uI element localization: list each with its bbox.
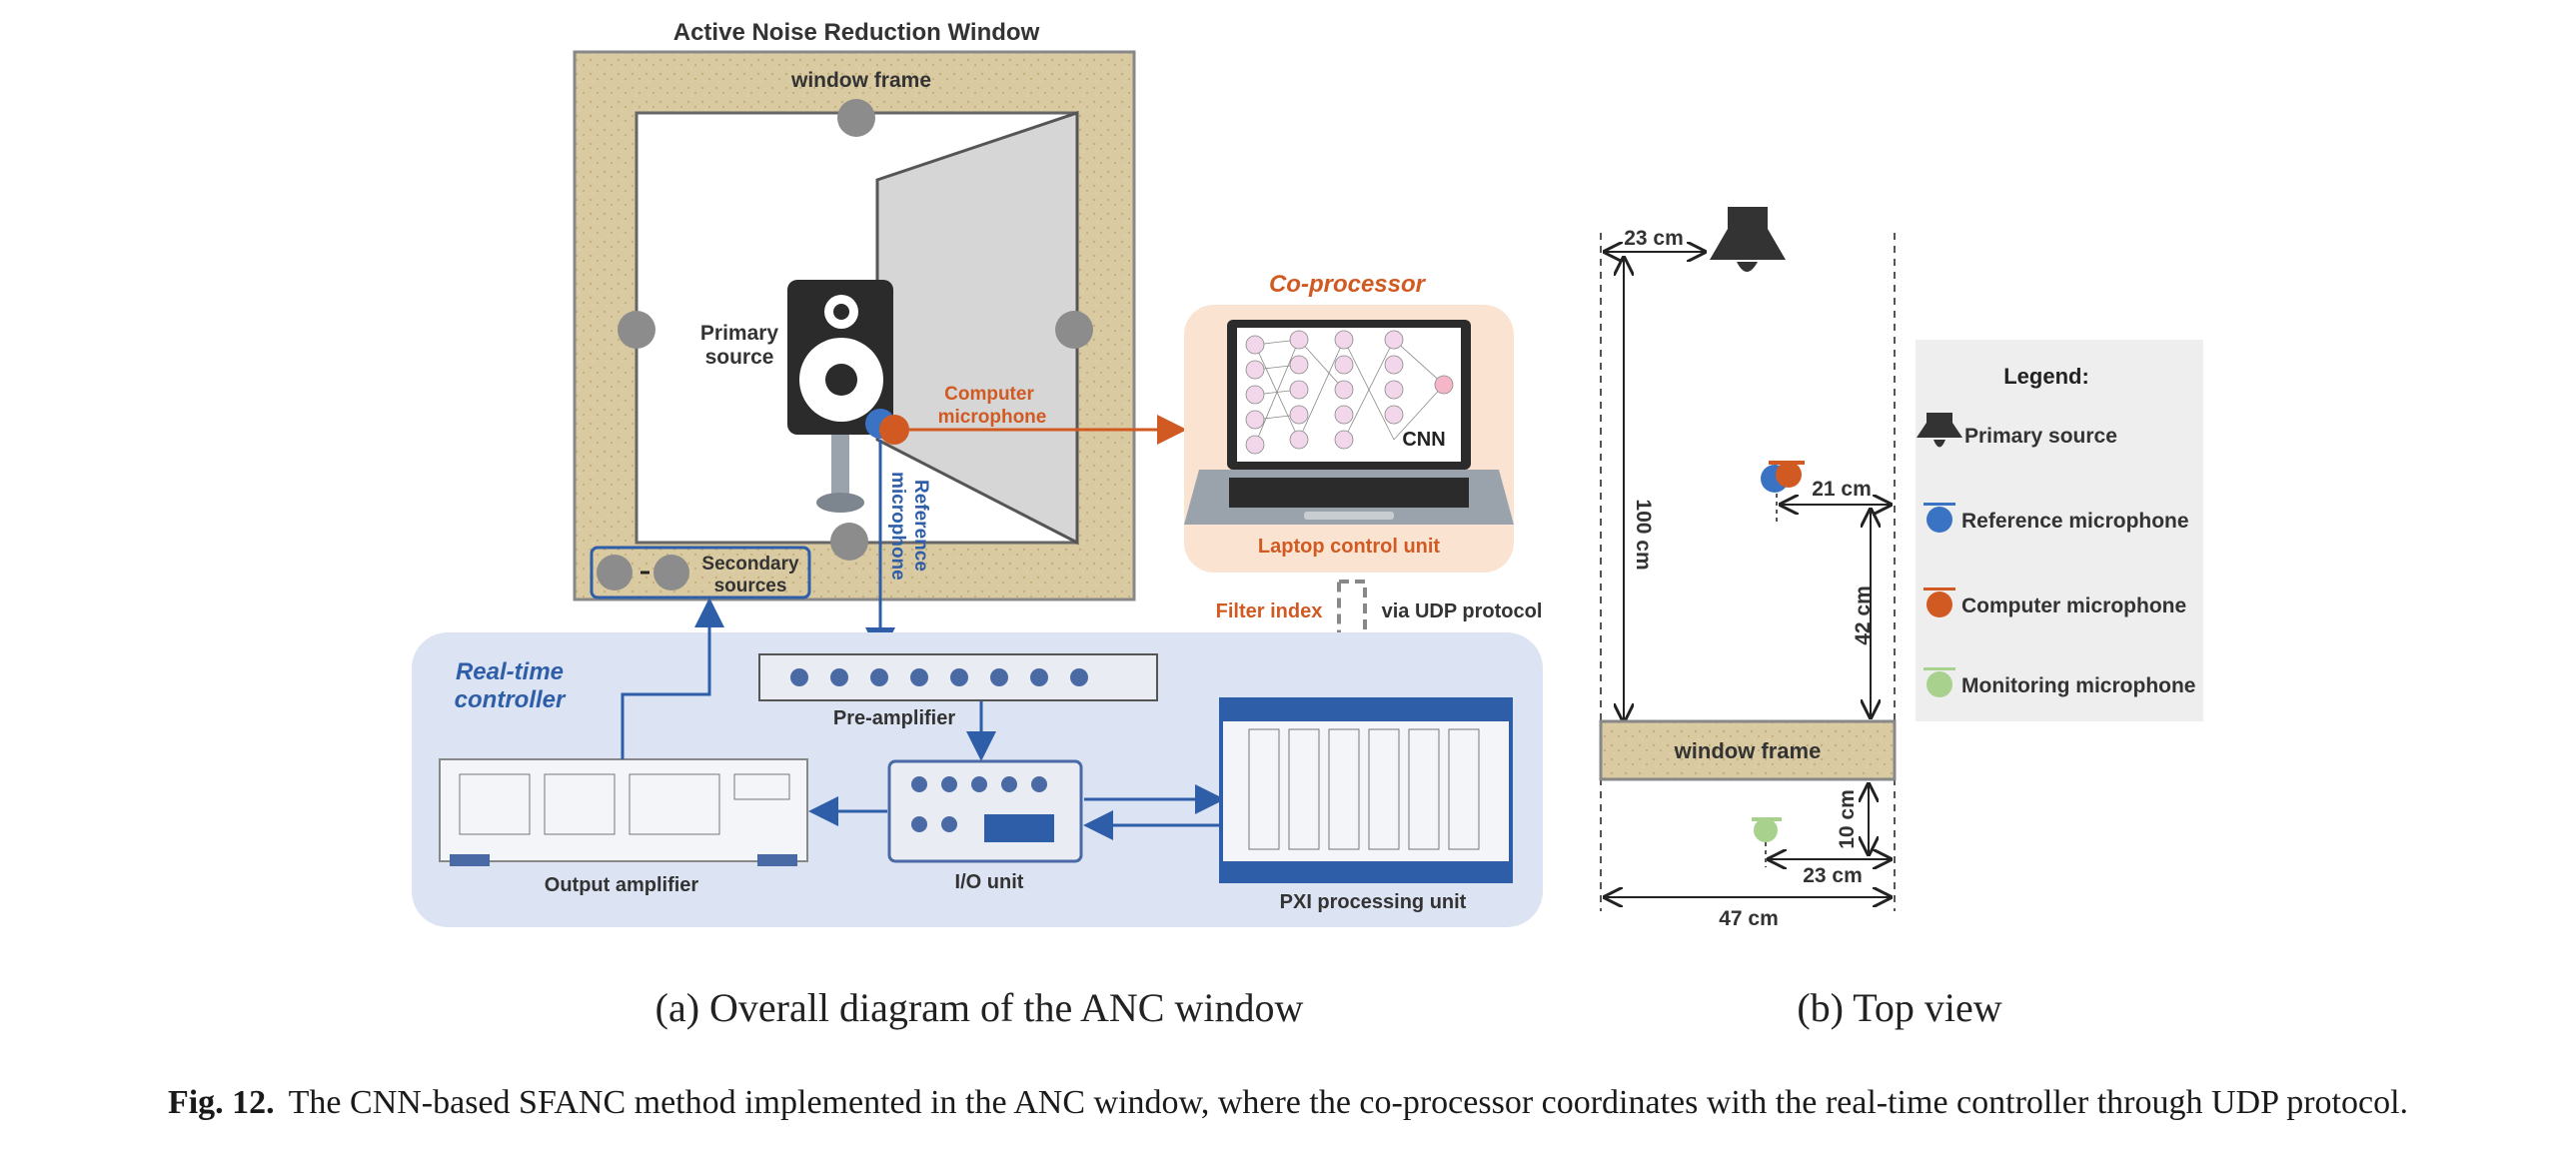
dim-10cm: 10 cm (1836, 789, 1859, 849)
pre-amplifier-label: Pre-amplifier (833, 707, 955, 729)
computer-mic-label-2: microphone (938, 407, 1047, 428)
panel-b: 23 cm 100 cm 21 cm 42 cm window frame 10… (1599, 207, 2203, 1030)
anc-window-title: Active Noise Reduction Window (673, 19, 1040, 46)
pre-amplifier-device (758, 653, 1158, 701)
cnn-network-icon (1245, 330, 1454, 455)
subcaption-a: (a) Overall diagram of the ANC window (655, 985, 1304, 1030)
primary-source-label-1: Primary (700, 322, 779, 345)
legend-label-reference-mic: Reference microphone (1961, 510, 2189, 533)
laptop-label: Laptop control unit (1258, 536, 1441, 558)
realtime-controller-label-1: Real-time (456, 658, 564, 685)
filter-index-label: Filter index (1216, 600, 1323, 622)
output-amplifier-label: Output amplifier (545, 874, 699, 896)
io-unit-label: I/O unit (955, 871, 1024, 893)
dim-21cm: 21 cm (1812, 478, 1872, 501)
udp-label: via UDP protocol (1382, 600, 1543, 622)
monitoring-mic-marker (1754, 818, 1778, 842)
subcaption-b: (b) Top view (1797, 985, 2001, 1030)
legend-box (1916, 340, 2203, 721)
legend-label-monitoring-mic: Monitoring microphone (1961, 674, 2195, 697)
cnn-label: CNN (1402, 429, 1445, 451)
legend-item-primary-source: Primary source (1917, 413, 2117, 448)
figure-caption-label: Fig. 12. (167, 1084, 275, 1121)
io-unit-device (887, 759, 1083, 863)
figure-caption: Fig. 12. The CNN-based SFANC method imple… (0, 1084, 2576, 1122)
primary-source-icon (1710, 207, 1786, 272)
secondary-sources-label-2: sources (714, 576, 787, 596)
window-frame-label: window frame (790, 69, 931, 92)
secondary-sources-label-1: Secondary (701, 554, 799, 575)
dim-47cm: 47 cm (1719, 907, 1779, 930)
secondary-source-2 (653, 555, 689, 590)
primary-source-speaker (787, 280, 893, 513)
legend-title: Legend: (2003, 364, 2089, 389)
monitoring-mic-bottom (830, 523, 868, 561)
reference-mic-label-1: Reference (910, 480, 931, 572)
pxi-device (1219, 697, 1513, 883)
computer-mic-label-1: Computer (944, 384, 1034, 405)
top-view-window-frame (1599, 719, 1897, 781)
pxi-label: PXI processing unit (1280, 891, 1467, 913)
coprocessor-title: Co-processor (1269, 271, 1427, 298)
monitoring-mic-right (1055, 311, 1093, 349)
legend-label-computer-mic: Computer microphone (1961, 594, 2186, 617)
legend-item-reference-mic: Reference microphone (1924, 503, 2189, 533)
monitoring-mic-top (837, 99, 875, 137)
dim-100cm: 100 cm (1632, 499, 1655, 570)
figure-caption-text: The CNN-based SFANC method implemented i… (288, 1084, 2409, 1121)
dim-23cm-top: 23 cm (1624, 227, 1684, 250)
panel-a: Active Noise Reduction Window window fra… (412, 19, 1543, 1030)
secondary-source-1 (597, 555, 633, 590)
top-view-window-frame-label: window frame (1674, 738, 1822, 763)
monitoring-mic-left (618, 311, 655, 349)
filter-index-arrow (1321, 580, 1383, 683)
legend-item-computer-mic: Computer microphone (1924, 587, 2186, 617)
amp-to-secondary-arrow (621, 597, 724, 759)
realtime-controller-label-2: controller (455, 686, 567, 713)
computer-mic-marker (1776, 462, 1802, 488)
legend-item-monitoring-mic: Monitoring microphone (1924, 667, 2195, 697)
output-amplifier-device (439, 758, 808, 866)
dim-23cm-bottom: 23 cm (1803, 864, 1863, 887)
legend-label-primary-source: Primary source (1964, 425, 2117, 448)
computer-mic-dot (879, 415, 909, 445)
dim-42cm: 42 cm (1852, 586, 1875, 645)
primary-source-label-2: source (705, 346, 774, 369)
reference-mic-label-2: microphone (887, 472, 908, 581)
